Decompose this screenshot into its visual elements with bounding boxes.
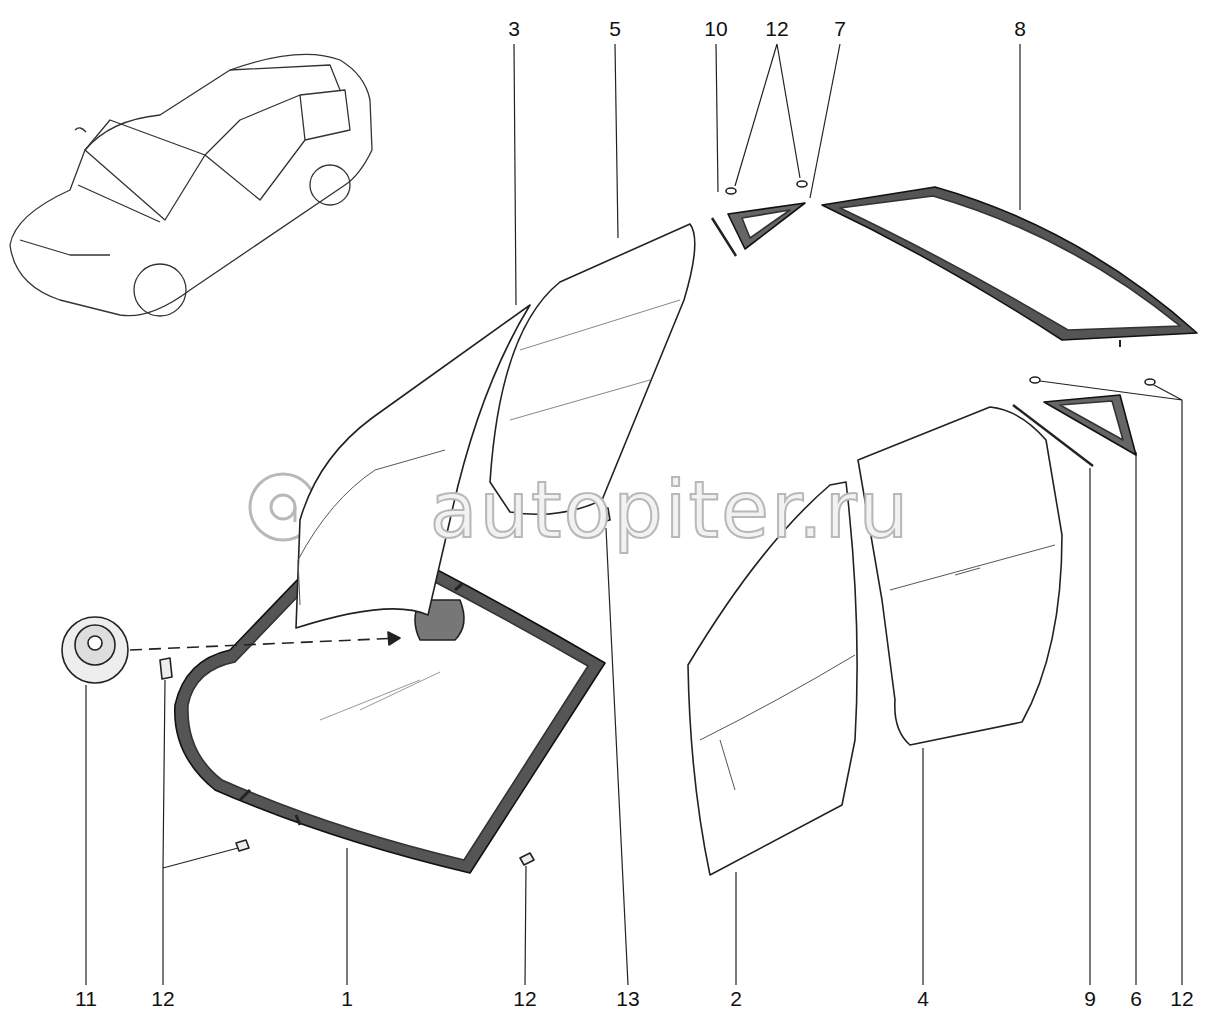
callout-number: 12 — [151, 988, 174, 1009]
callout-number: 12 — [765, 18, 788, 39]
callout-number: 12 — [1170, 988, 1193, 1009]
callout-number: 12 — [513, 988, 536, 1009]
watermark: autopiter.ru — [430, 471, 911, 549]
callout-number: 11 — [75, 988, 97, 1009]
callout-number: 13 — [616, 988, 639, 1009]
callout-number: 3 — [508, 18, 520, 39]
callout-number: 9 — [1084, 988, 1096, 1009]
callout-number: 8 — [1014, 18, 1026, 39]
callout-number: 7 — [834, 18, 846, 39]
callout-number: 10 — [704, 18, 727, 39]
callout-number: 1 — [341, 988, 353, 1009]
callout-number: 2 — [730, 988, 742, 1009]
callout-number: 5 — [609, 18, 621, 39]
callout-number: 6 — [1130, 988, 1142, 1009]
callout-number: 4 — [917, 988, 929, 1009]
